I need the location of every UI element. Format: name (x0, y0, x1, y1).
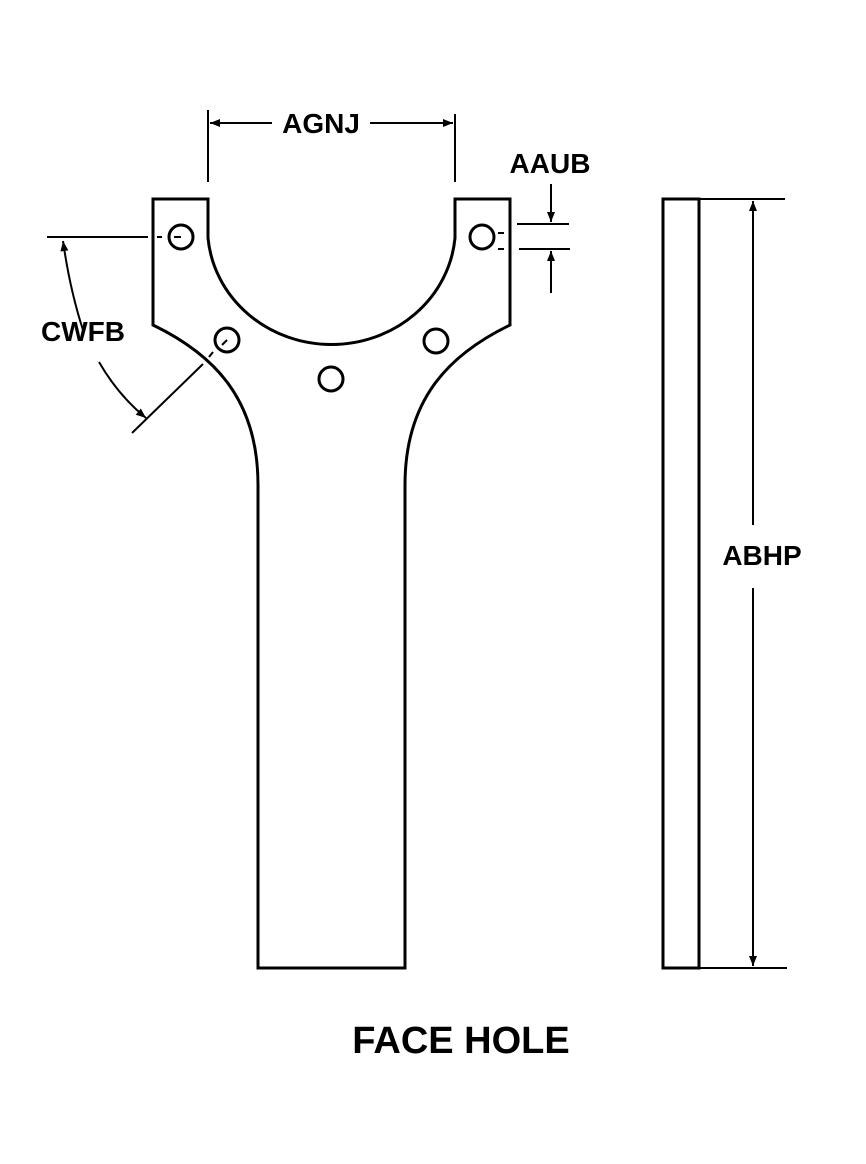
abhp-label: ABHP (722, 540, 801, 571)
cwfb-arc-upper (60, 240, 84, 331)
part-outline (151, 197, 512, 970)
hole-mid-left (213, 326, 241, 354)
hole-bottom-center (317, 365, 345, 393)
hole-top-right (468, 223, 496, 251)
hole-mid-right (422, 327, 450, 355)
drawing-title: FACE HOLE (352, 1020, 569, 1062)
cwfb-label: CWFB (41, 316, 125, 347)
side-view-bar (661, 197, 701, 970)
cwfb-arc-lower (98, 361, 147, 419)
agnj-label: AGNJ (282, 108, 360, 139)
aaub-label: AAUB (510, 148, 591, 179)
hole-top-left (167, 223, 195, 251)
cwfb-extension-radial (131, 363, 204, 434)
